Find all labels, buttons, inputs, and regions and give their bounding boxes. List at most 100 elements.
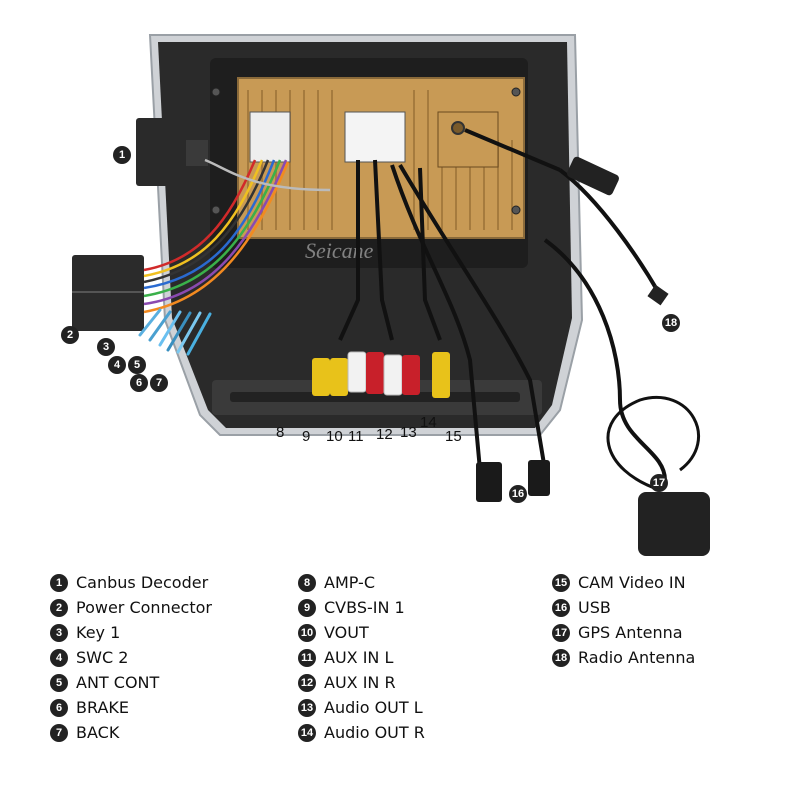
- legend-label: GPS Antenna: [578, 623, 683, 642]
- legend-item-cam-video-in: 15 CAM Video IN: [552, 570, 695, 595]
- legend-item-canbus-decoder: 1 Canbus Decoder: [50, 570, 212, 595]
- legend-number: 11: [298, 648, 316, 667]
- gps-cable-coil: [606, 396, 700, 492]
- rca-vout: [330, 358, 348, 396]
- chassis-connector-center: [344, 111, 406, 163]
- legend-column-3: 15 CAM Video IN 16 USB 17 GPS Antenna 18 Rad…: [552, 570, 695, 670]
- legend-item-audio-out-l: 13 Audio OUT L: [298, 695, 425, 720]
- callout-17: 17: [650, 474, 668, 492]
- antenna-adapter: [567, 156, 619, 196]
- legend-item-brake: 6 BRAKE: [50, 695, 212, 720]
- legend-item-vout: 10 VOUT: [298, 620, 425, 645]
- legend-item-usb: 16 USB: [552, 595, 695, 620]
- rca-cvbs-in-1: [312, 358, 330, 396]
- callout-13: 13: [400, 424, 417, 441]
- legend-item-ant-cont: 5 ANT CONT: [50, 670, 212, 695]
- usb-plug-b: [528, 460, 550, 496]
- legend-item-power-connector: 2 Power Connector: [50, 595, 212, 620]
- legend-number: 3: [50, 623, 68, 642]
- legend-item-aux-in-r: 12 AUX IN R: [298, 670, 425, 695]
- legend-number: 4: [50, 648, 68, 667]
- legend-label: AMP-C: [324, 573, 375, 592]
- callout-15: 15: [445, 428, 462, 445]
- callout-12: 12: [376, 426, 393, 443]
- legend-label: VOUT: [324, 623, 369, 642]
- rca-aux-in-l: [347, 351, 367, 393]
- legend-number: 1: [50, 573, 68, 592]
- legend-label: AUX IN L: [324, 648, 394, 667]
- callout-18: 18: [662, 314, 680, 332]
- callout-6: 6: [130, 374, 148, 392]
- legend-number: 7: [50, 723, 68, 742]
- antenna-jack: [451, 121, 465, 135]
- callout-11: 11: [348, 428, 364, 445]
- head-unit-wiring-diagram: Seicane: [72, 34, 710, 556]
- callout-3: 3: [97, 338, 115, 356]
- legend-item-radio-antenna: 18 Radio Antenna: [552, 645, 695, 670]
- canbus-decoder-plug: [186, 140, 208, 166]
- legend-item-audio-out-r: 14 Audio OUT R: [298, 720, 425, 745]
- chassis-connector-main: [249, 111, 291, 163]
- callout-1: 1: [113, 146, 131, 164]
- legend-label: Canbus Decoder: [76, 573, 209, 592]
- legend-number: 6: [50, 698, 68, 717]
- legend-number: 15: [552, 573, 570, 592]
- legend-label: BACK: [76, 723, 120, 742]
- harness-wires: [143, 158, 331, 314]
- legend-number: 2: [50, 598, 68, 617]
- rca-aux-in-r: [366, 352, 384, 394]
- legend-number: 8: [298, 573, 316, 592]
- legend-item-swc-2: 4 SWC 2: [50, 645, 212, 670]
- callout-2: 2: [61, 326, 79, 344]
- legend-number: 12: [298, 673, 316, 692]
- rca-audio-out-l: [383, 354, 403, 396]
- rca-cam-video-in: [432, 352, 450, 398]
- legend-label: AUX IN R: [324, 673, 396, 692]
- legend-number: 5: [50, 673, 68, 692]
- legend-label: Radio Antenna: [578, 648, 696, 667]
- callout-9: 9: [302, 428, 311, 445]
- legend-label: BRAKE: [76, 698, 129, 717]
- legend-column-2: 8 AMP-C 9 CVBS-IN 1 10 VOUT 11 AUX IN L 12 AU…: [298, 570, 425, 745]
- legend-label: CAM Video IN: [578, 573, 686, 592]
- screws: [211, 87, 521, 215]
- legend-number: 9: [298, 598, 316, 617]
- legend-item-amp-c: 8 AMP-C: [298, 570, 425, 595]
- legend-item-cvbs-in-1: 9 CVBS-IN 1: [298, 595, 425, 620]
- rca-plugs: [312, 351, 450, 398]
- legend-label: SWC 2: [76, 648, 129, 667]
- legend-label: CVBS-IN 1: [324, 598, 405, 617]
- legend-label: USB: [578, 598, 611, 617]
- callout-7: 7: [150, 374, 168, 392]
- legend-number: 18: [552, 648, 570, 667]
- legend-number: 17: [552, 623, 570, 642]
- harness-tails: [138, 308, 212, 356]
- callout-16: 16: [509, 485, 527, 503]
- legend-item-key-1: 3 Key 1: [50, 620, 212, 645]
- canbus-decoder-box: [136, 118, 194, 186]
- usb-plug-a: [476, 462, 502, 502]
- legend-label: Key 1: [76, 623, 121, 642]
- legend-item-back: 7 BACK: [50, 720, 212, 745]
- gps-antenna-puck: [638, 492, 710, 556]
- legend-label: Audio OUT L: [324, 698, 423, 717]
- callout-10: 10: [326, 428, 343, 445]
- legend-label: Audio OUT R: [324, 723, 425, 742]
- main-cables: [338, 128, 667, 481]
- legend-item-gps-antenna: 17 GPS Antenna: [552, 620, 695, 645]
- legend-label: ANT CONT: [76, 673, 160, 692]
- radio-antenna-plug: [647, 284, 669, 306]
- legend-number: 16: [552, 598, 570, 617]
- legend-number: 14: [298, 723, 316, 742]
- callout-4: 4: [108, 356, 126, 374]
- legend-label: Power Connector: [76, 598, 212, 617]
- watermark: Seicane: [305, 238, 374, 263]
- rca-audio-out-r: [402, 355, 420, 395]
- legend-number: 13: [298, 698, 316, 717]
- callout-5: 5: [128, 356, 146, 374]
- callout-14: 14: [420, 414, 437, 431]
- callout-8: 8: [276, 424, 285, 441]
- legend-number: 10: [298, 623, 316, 642]
- legend-item-aux-in-l: 11 AUX IN L: [298, 645, 425, 670]
